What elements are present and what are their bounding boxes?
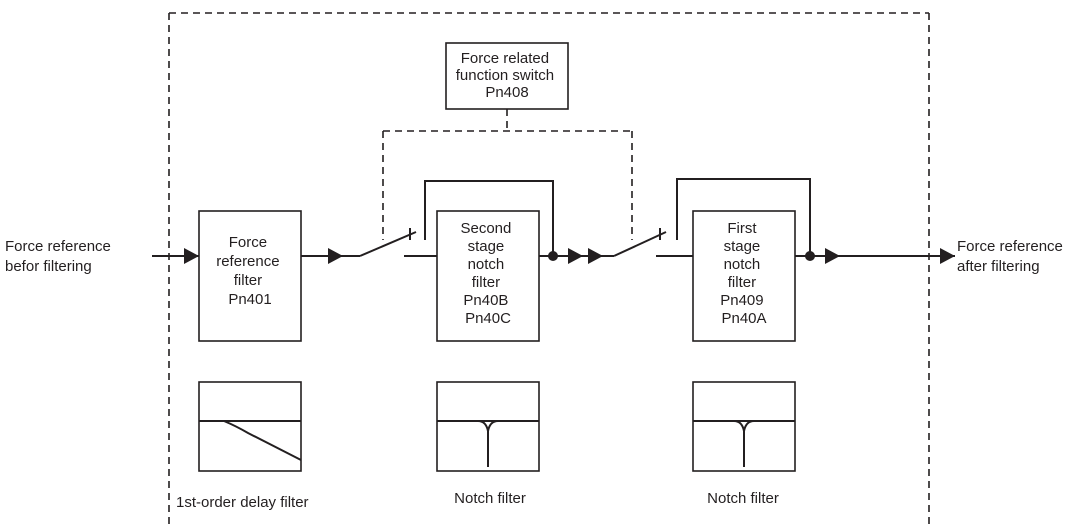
arrow-mid-2 <box>588 248 603 264</box>
delay-curve <box>223 420 302 461</box>
notch-curve-first <box>733 420 755 467</box>
arrow-input <box>184 248 199 264</box>
force-reference-filter-text: Force reference filter Pn401 <box>216 234 284 308</box>
arrow-output <box>940 248 955 264</box>
first-stage-notch-text: First stage notch filter Pn409 Pn40A <box>720 220 768 327</box>
notch-caption-second: Notch filter <box>454 490 526 507</box>
input-label: Force reference befor filtering <box>5 238 115 275</box>
second-stage-notch-text: Second stage notch filter Pn40B Pn40C <box>460 220 515 327</box>
switch-control-lines <box>382 109 633 240</box>
delay-filter-graph <box>198 381 302 472</box>
second-stage-notch-box <box>436 210 540 342</box>
boundary-frame <box>168 12 930 527</box>
switch-2-blade <box>613 231 667 257</box>
function-switch-text: Force related function switch Pn408 <box>456 50 559 101</box>
notch-caption-first: Notch filter <box>707 490 779 507</box>
output-label: Force reference after filtering <box>957 238 1067 275</box>
bypass-line-1 <box>424 180 554 256</box>
junction-dot-2 <box>805 251 815 261</box>
junction-dot-1 <box>548 251 558 261</box>
notch-graph-first <box>692 381 796 472</box>
first-stage-notch-box <box>692 210 796 342</box>
notch-curve-second <box>477 420 499 467</box>
force-reference-filter-box <box>198 210 302 342</box>
bypass-line-2 <box>676 178 811 256</box>
arrow-after-first-notch <box>825 248 840 264</box>
arrow-mid-1 <box>568 248 583 264</box>
signal-path <box>152 178 955 264</box>
arrow-after-force-filter <box>328 248 343 264</box>
function-switch-box <box>445 42 569 110</box>
switch-1-blade <box>359 231 417 257</box>
notch-graph-second <box>436 381 540 472</box>
delay-filter-caption: 1st-order delay filter <box>176 494 309 511</box>
